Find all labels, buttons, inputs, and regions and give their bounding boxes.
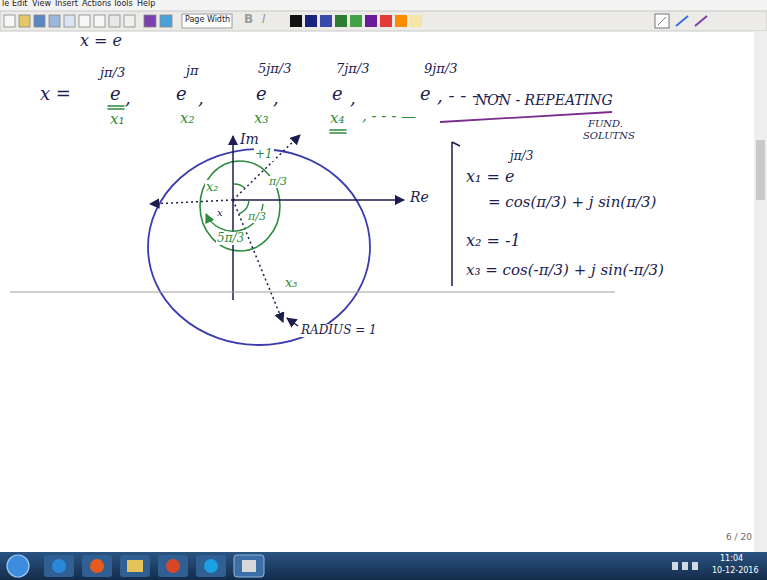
exponent: 9jπ/3 [424,62,458,76]
menu-item: Insert [55,0,78,9]
angle-label: 5π/3 [216,232,245,245]
exponent: jπ [186,64,199,78]
menu-item: View [32,0,51,9]
radius-note: RADIUS = 1 [300,324,378,337]
math-text: e [176,84,187,104]
exponent: jπ/3 [100,66,125,80]
italic-button: I [262,13,266,26]
math-text: , [350,88,356,108]
root-label: x₂ [180,110,194,127]
math-text: e [256,84,267,104]
math-text: x₃ = cos(-π/3) + j sin(-π/3) [466,262,664,279]
axis-label: Re [410,190,429,205]
menu-item: Tools [113,0,133,9]
menu-item: Actions [82,0,111,9]
exponent: jπ/3 [510,150,533,163]
math-text: , [125,88,131,108]
root-label: x₄ [330,110,344,127]
exponent: 5jπ/3 [258,62,292,76]
root-label: x₃ [254,110,268,127]
math-text: e [332,84,343,104]
zoom-dropdown: Page Width [185,16,230,25]
angle-label: π/3 [247,211,267,223]
math-text: = cos(π/3) + j sin(π/3) [488,194,656,211]
point-label: x₂ [205,180,220,194]
point-label: x₃ [284,276,299,290]
page-number: 6 / 20 [726,533,752,543]
bold-button: B [244,13,253,26]
heading-note: SOLUTNS [583,130,635,141]
angle-label: π/3 [268,176,288,188]
math-text: , [273,88,279,108]
exponent: 7jπ/3 [336,62,370,76]
heading-note: FUND. [588,118,623,129]
root-label: , - - - — [362,108,416,125]
heading-note: NON - REPEATING [475,93,613,108]
math-text: e [420,84,431,104]
root-label: x₁ [110,111,124,128]
math-text: x = e [80,32,122,50]
menu-item: Edit [12,0,28,9]
menu-item: le [2,0,9,9]
math-text: e [110,84,121,104]
point-label: x [216,207,224,218]
clock-date: 10-12-2016 [712,567,759,576]
math-text: x₂ = -1 [466,232,521,250]
clock-time: 11:04 [720,555,743,564]
axis-label: Im [240,132,259,147]
point-label: +1 [254,148,274,161]
menu-item: Help [137,0,155,9]
math-text: x = [40,84,71,104]
math-text: , [198,88,204,108]
math-text: x₁ = e [466,168,514,186]
